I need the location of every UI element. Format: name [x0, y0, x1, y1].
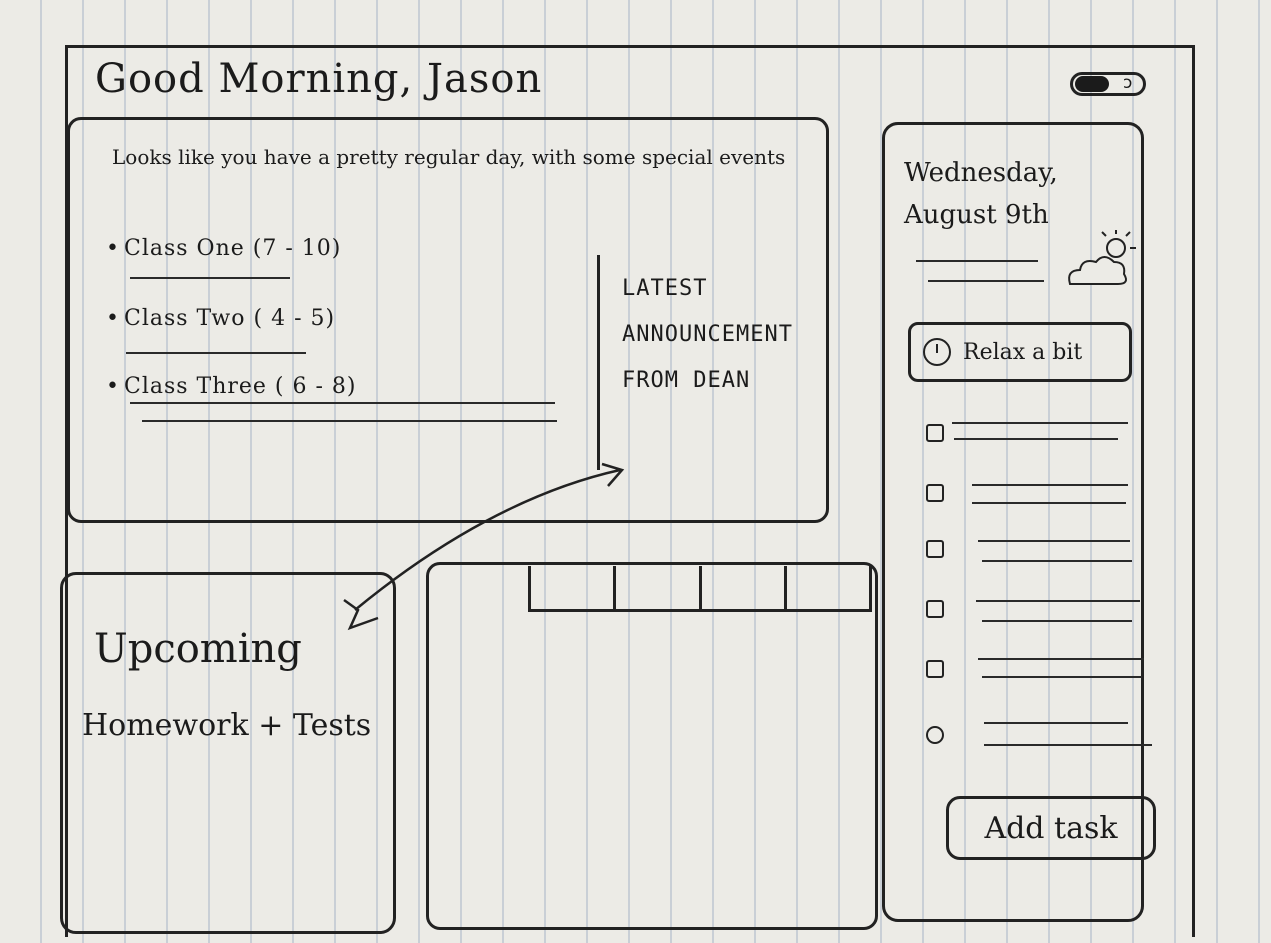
task-checkbox[interactable]	[926, 424, 944, 442]
task-line	[952, 422, 1128, 424]
task-line	[972, 484, 1128, 486]
sidebar-date: Wednesday, August 9th	[904, 152, 1058, 236]
task-line	[978, 540, 1130, 542]
class-item-two[interactable]: Class Two ( 4 - 5)	[106, 306, 335, 331]
class-three-detail-line	[130, 402, 555, 404]
task-checkbox[interactable]	[926, 726, 944, 744]
task-line	[976, 600, 1140, 602]
class-item-three[interactable]: Class Three ( 6 - 8)	[106, 374, 357, 399]
task-line	[984, 744, 1152, 746]
upcoming-title: Upcoming	[94, 626, 302, 672]
greeting-title: Good Morning, Jason	[95, 56, 543, 102]
schedule-tab-3[interactable]	[702, 566, 787, 609]
task-checkbox[interactable]	[926, 600, 944, 618]
schedule-widget	[426, 562, 878, 930]
schedule-tab-1[interactable]	[531, 566, 617, 609]
task-item	[926, 656, 1146, 696]
clock-icon	[923, 338, 951, 366]
toggle-knob	[1075, 76, 1109, 92]
upcoming-subtitle: Homework + Tests	[82, 708, 372, 743]
announcement-line-2: ANNOUNCEMENT	[622, 322, 793, 347]
announcement-line-3: FROM DEAN	[622, 368, 751, 393]
task-item	[926, 536, 1146, 576]
weather-detail-line	[916, 260, 1038, 262]
sidebar-panel	[882, 122, 1144, 922]
schedule-tabbar	[528, 566, 872, 612]
task-line	[954, 438, 1118, 440]
upcoming-card[interactable]	[60, 572, 396, 934]
class-one-detail-line	[130, 277, 290, 279]
announcement-line-1: LATEST	[622, 276, 708, 301]
task-line	[982, 620, 1132, 622]
task-line	[978, 658, 1144, 660]
partly-cloudy-icon	[1068, 230, 1136, 285]
task-checkbox[interactable]	[926, 660, 944, 678]
task-checkbox[interactable]	[926, 484, 944, 502]
date-weekday: Wednesday,	[904, 158, 1058, 188]
relax-label: Relax a bit	[963, 339, 1083, 365]
day-summary-card	[67, 117, 829, 523]
task-item	[926, 722, 1152, 762]
app-window	[65, 45, 1195, 937]
announcement-panel[interactable]: LATEST ANNOUNCEMENT FROM DEAN	[622, 266, 822, 404]
weather-detail-line-2	[928, 280, 1044, 282]
announcement-divider	[597, 255, 600, 470]
date-day: August 9th	[904, 200, 1049, 230]
task-line	[982, 560, 1132, 562]
day-summary-text: Looks like you have a pretty regular day…	[112, 145, 786, 169]
task-line	[984, 722, 1128, 724]
schedule-tab-2[interactable]	[616, 566, 702, 609]
class-two-detail-line	[126, 352, 306, 354]
task-item	[926, 480, 1146, 520]
add-task-button[interactable]: Add task	[946, 796, 1156, 860]
class-three-detail-line-2	[142, 420, 557, 422]
task-line	[982, 676, 1142, 678]
toggle-glyph-icon: ↄ	[1123, 73, 1133, 93]
theme-toggle[interactable]: ↄ	[1070, 72, 1146, 96]
task-checkbox[interactable]	[926, 540, 944, 558]
class-item-one[interactable]: Class One (7 - 10)	[106, 236, 341, 261]
task-line	[972, 502, 1126, 504]
task-item	[926, 420, 1146, 460]
task-item	[926, 596, 1146, 636]
relax-button[interactable]: Relax a bit	[908, 322, 1132, 382]
schedule-tab-4[interactable]	[787, 566, 869, 609]
